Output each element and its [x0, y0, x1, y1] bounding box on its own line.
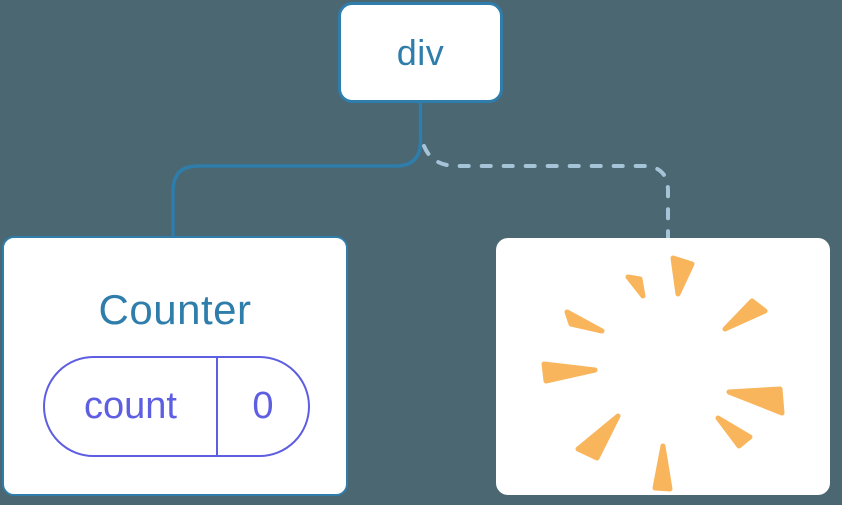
- tree-node-counter: Counter count 0: [2, 236, 348, 496]
- tree-node-removed: [496, 238, 830, 495]
- state-value-label: 0: [252, 385, 274, 427]
- state-key-label: count: [84, 385, 177, 427]
- tree-node-div: div: [338, 2, 503, 103]
- connector-solid-link: [171, 101, 423, 241]
- counter-title: Counter: [98, 286, 252, 333]
- poof-burst-icon: [541, 255, 785, 492]
- root-node-label: div: [396, 31, 445, 73]
- state-pill: count 0: [43, 356, 310, 457]
- connector-dashed-link: [422, 144, 670, 242]
- pill-divider: [216, 358, 218, 455]
